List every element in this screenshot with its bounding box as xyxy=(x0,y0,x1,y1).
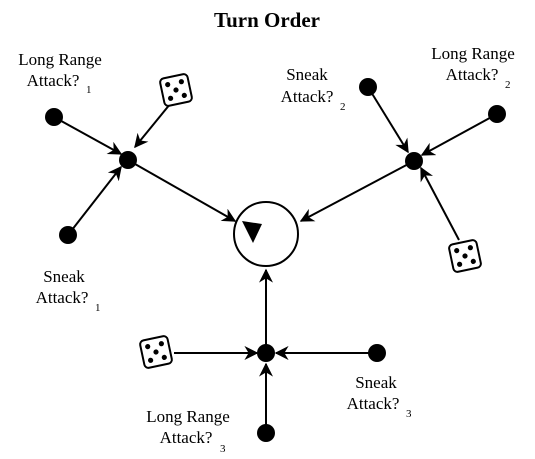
dice-five-icon xyxy=(138,334,174,370)
edge-lr1-to-hub1 xyxy=(53,116,123,155)
svg-text:Attack?: Attack? xyxy=(27,71,80,90)
svg-text:Attack?: Attack? xyxy=(281,87,334,106)
svg-text:Long Range: Long Range xyxy=(146,407,230,426)
turn-pointer-icon xyxy=(242,221,262,243)
svg-text:Attack?: Attack? xyxy=(446,65,499,84)
dice-five-icon xyxy=(158,72,194,108)
turn-node xyxy=(233,201,299,267)
svg-text:Sneak: Sneak xyxy=(43,267,85,286)
label-sneak-attack-1: Sneak Attack? 1 xyxy=(36,267,101,314)
svg-text:1: 1 xyxy=(86,84,92,96)
svg-text:3: 3 xyxy=(220,443,226,455)
dice-five-icon xyxy=(447,238,483,274)
svg-text:1: 1 xyxy=(95,302,101,314)
diagram-title: Turn Order xyxy=(214,8,320,32)
hub-2 xyxy=(405,152,423,170)
svg-text:Attack?: Attack? xyxy=(160,428,213,447)
hub-3 xyxy=(257,344,275,362)
node-long-range-2 xyxy=(488,105,506,123)
node-sneak-1 xyxy=(59,226,77,244)
label-long-range-attack-1: Long Range Attack? 1 xyxy=(18,50,102,96)
label-long-range-attack-3: Long Range Attack? 3 xyxy=(146,407,230,455)
node-sneak-3 xyxy=(368,344,386,362)
hub-1 xyxy=(119,151,137,169)
svg-text:Sneak: Sneak xyxy=(355,373,397,392)
svg-text:Long Range: Long Range xyxy=(431,44,515,63)
node-long-range-3 xyxy=(257,424,275,442)
svg-text:3: 3 xyxy=(406,408,412,420)
label-sneak-attack-3: Sneak Attack? 3 xyxy=(347,373,412,420)
svg-text:Sneak: Sneak xyxy=(286,65,328,84)
label-sneak-attack-2: Sneak Attack? 2 xyxy=(281,65,346,113)
svg-text:Long Range: Long Range xyxy=(18,50,102,69)
svg-text:Attack?: Attack? xyxy=(347,394,400,413)
node-long-range-1 xyxy=(45,108,63,126)
label-long-range-attack-2: Long Range Attack? 2 xyxy=(431,44,515,91)
svg-text:2: 2 xyxy=(340,101,346,113)
edge-die2-to-hub2 xyxy=(420,166,460,241)
node-sneak-2 xyxy=(359,78,377,96)
edge-sa2-to-hub2 xyxy=(367,86,409,154)
svg-text:Attack?: Attack? xyxy=(36,288,89,307)
edge-lr2-to-hub2 xyxy=(420,113,498,156)
svg-text:2: 2 xyxy=(505,79,511,91)
edge-hub2-to-turn xyxy=(299,160,415,222)
edge-sa1-to-hub1 xyxy=(67,165,122,236)
edge-hub1-to-turn xyxy=(127,159,237,222)
